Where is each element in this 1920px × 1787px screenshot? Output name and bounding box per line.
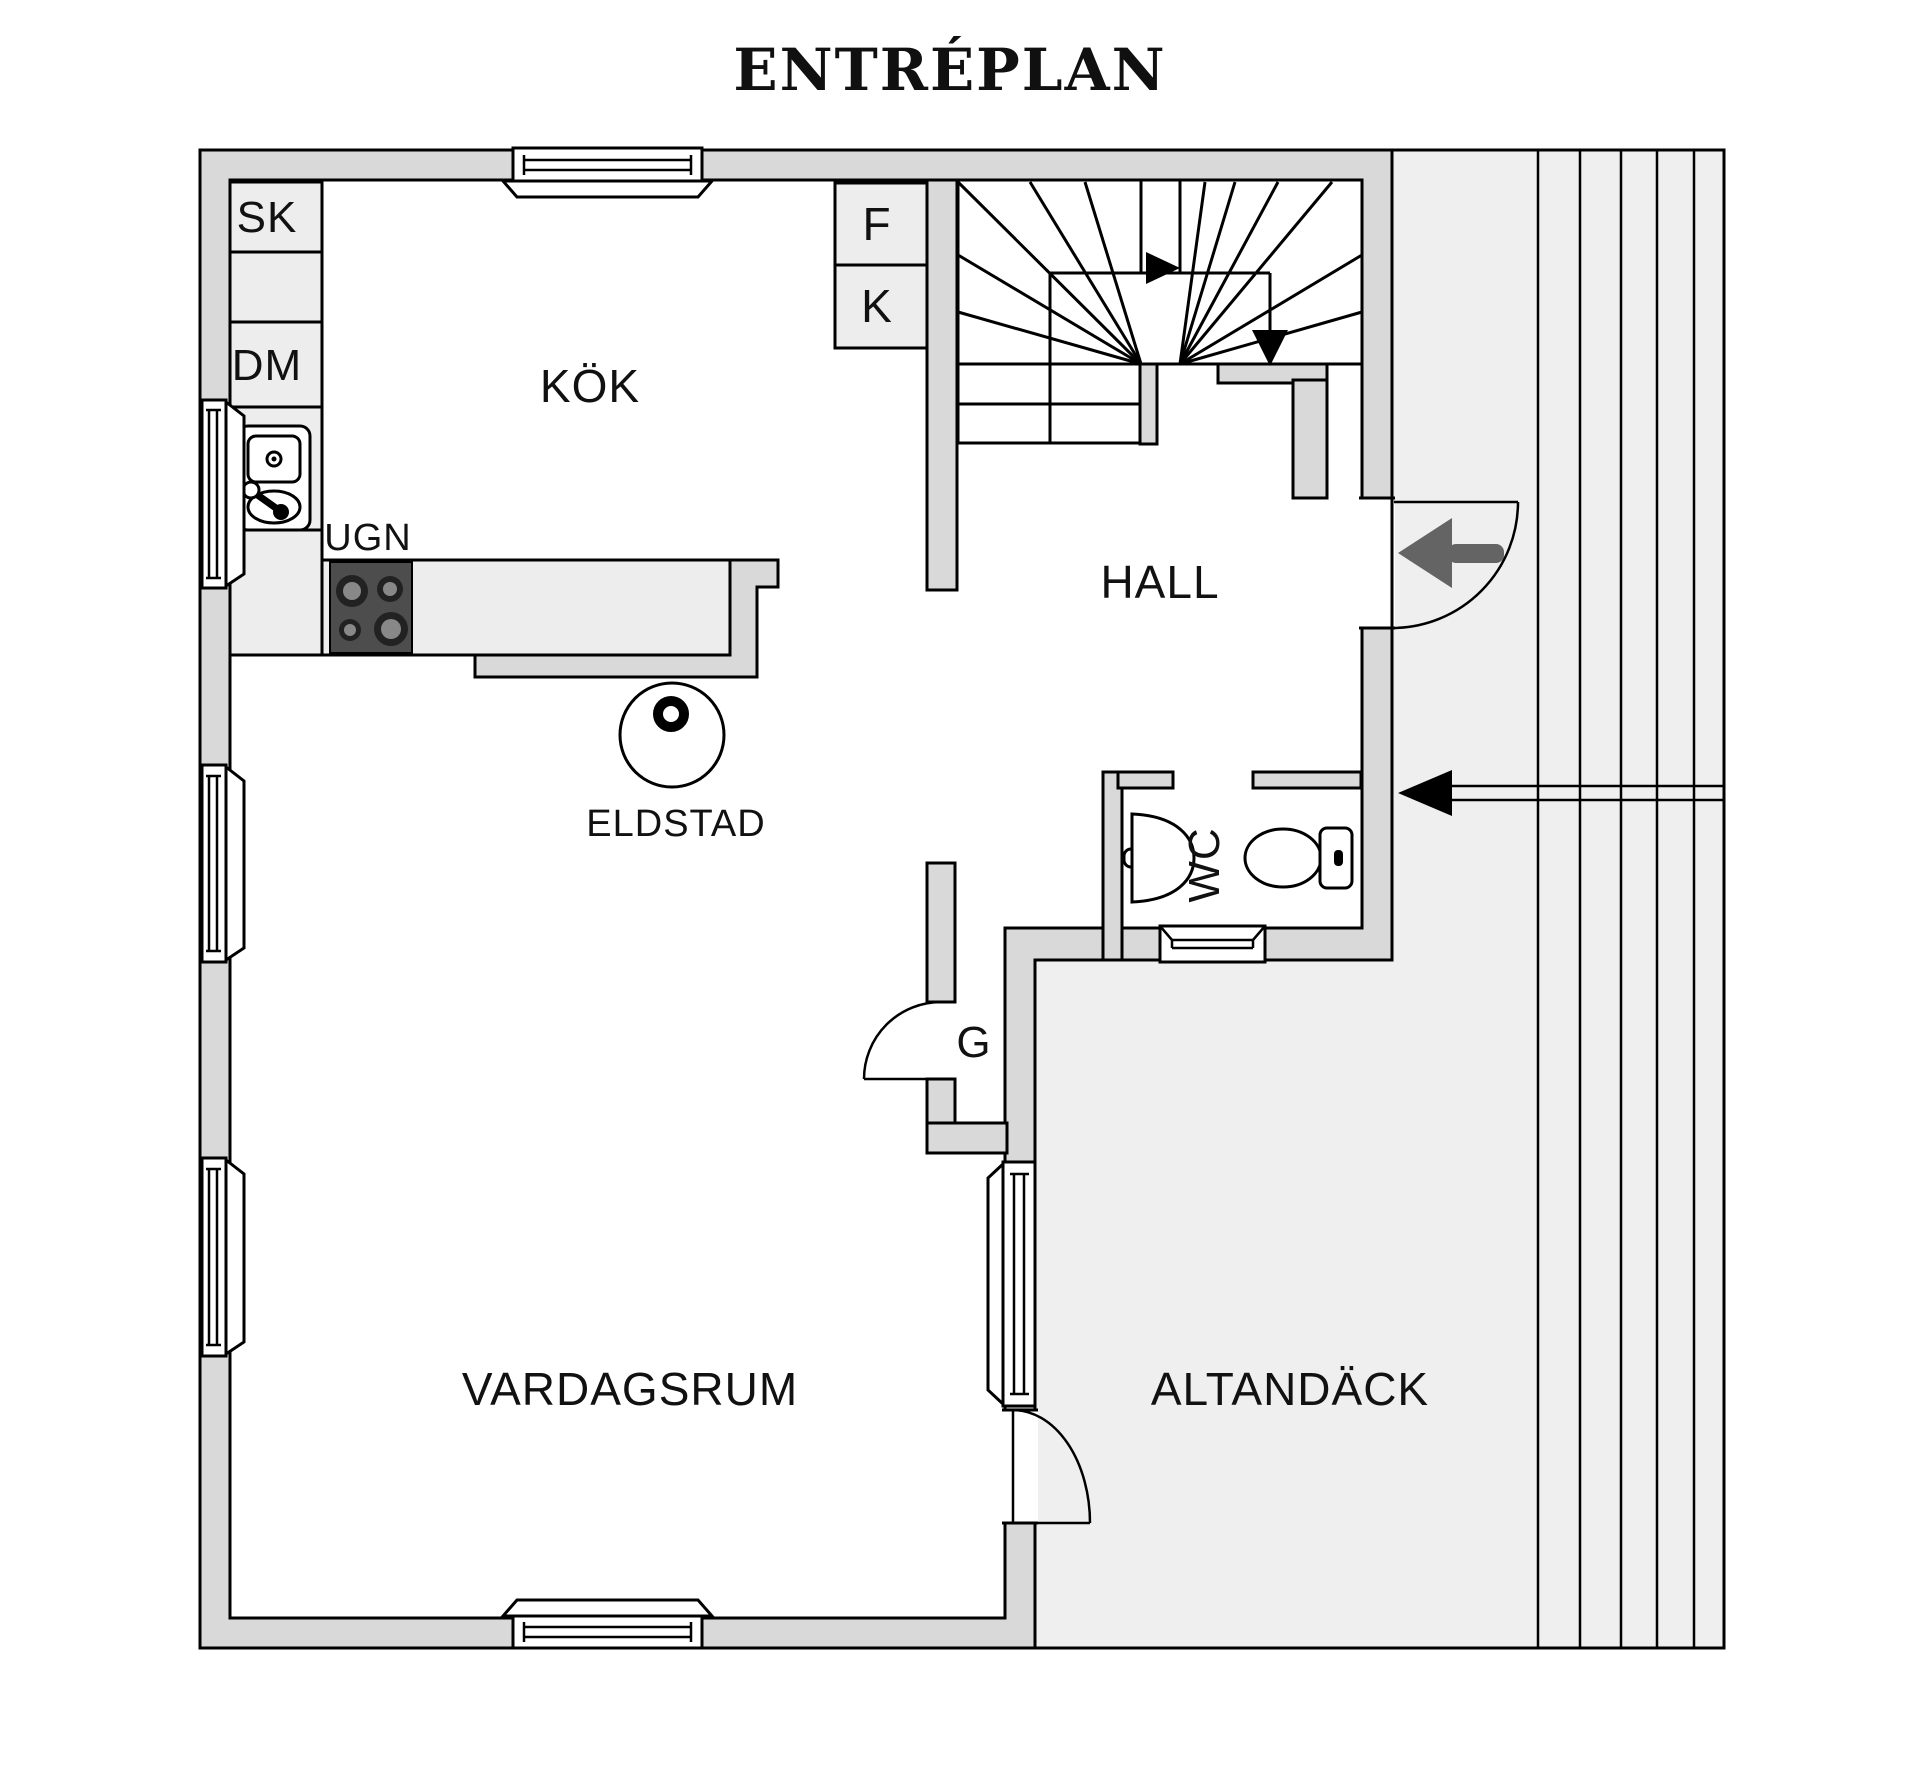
- label-kitchen: KÖK: [540, 360, 640, 412]
- deck-board-lines: [1536, 151, 1696, 1647]
- deck-direction-arrow-icon: [1398, 770, 1724, 816]
- wc-north-stub-left: [1116, 770, 1175, 790]
- exterior-walls: [198, 148, 1394, 1650]
- label-fridge: K: [861, 280, 893, 332]
- fridge-freezer-cabinets: [833, 181, 929, 350]
- closet-west-wall: [925, 861, 957, 1004]
- stair-end-stub: [1138, 362, 1159, 446]
- left-window-1-icon: [200, 398, 246, 590]
- label-hall: HALL: [1100, 556, 1219, 608]
- wc-window-icon: [1158, 924, 1267, 964]
- label-freezer: F: [862, 198, 891, 250]
- toilet-icon: [1243, 826, 1354, 890]
- fireplace-icon: [618, 681, 726, 789]
- closet-west-stub: [925, 1077, 957, 1127]
- label-dishwasher: DM: [232, 341, 302, 390]
- label-living-room: VARDAGSRUM: [462, 1363, 798, 1415]
- left-window-2-icon: [200, 763, 246, 964]
- wc-west-wall: [1101, 770, 1124, 962]
- counter-halfwall: [473, 558, 780, 679]
- deck-area: [1033, 148, 1726, 1650]
- stairs: [956, 180, 1363, 445]
- label-closet-g: G: [956, 1018, 991, 1067]
- label-tall-cabinet: SK: [237, 193, 298, 242]
- kitchen-window-icon: [499, 146, 716, 199]
- page-title: ENTRÉPLAN: [733, 36, 1166, 104]
- interior-walls: [925, 178, 1363, 1155]
- label-fireplace: ELDSTAD: [586, 803, 765, 845]
- livingroom-window-icon: [499, 1598, 716, 1650]
- stair-up-arrow-icon: [1146, 252, 1180, 284]
- label-deck: ALTANDÄCK: [1151, 1363, 1429, 1415]
- entry-arrow-icon: [1398, 518, 1504, 588]
- wc-room: [1122, 812, 1354, 964]
- bathroom-sink-icon: [1122, 812, 1196, 904]
- closet-south-wall: [925, 1121, 1009, 1155]
- closet-door: [862, 1000, 942, 1081]
- deck-window-icon: [986, 1160, 1037, 1408]
- wc-north-stub-right: [1251, 770, 1363, 790]
- kitchen-cabinets: [228, 180, 780, 679]
- left-window-3-icon: [200, 1156, 246, 1358]
- entry-partition-wall: [1291, 378, 1329, 500]
- entry-door: [1359, 496, 1520, 630]
- stove-icon: [329, 561, 413, 654]
- label-wc: WC: [1180, 827, 1229, 902]
- label-oven: UGN: [324, 517, 411, 559]
- deck-door: [1002, 1408, 1092, 1525]
- kitchen-sink-icon: [236, 424, 312, 532]
- stairwell-west-wall: [925, 178, 959, 592]
- stair-down-arrow-icon: [1252, 330, 1288, 366]
